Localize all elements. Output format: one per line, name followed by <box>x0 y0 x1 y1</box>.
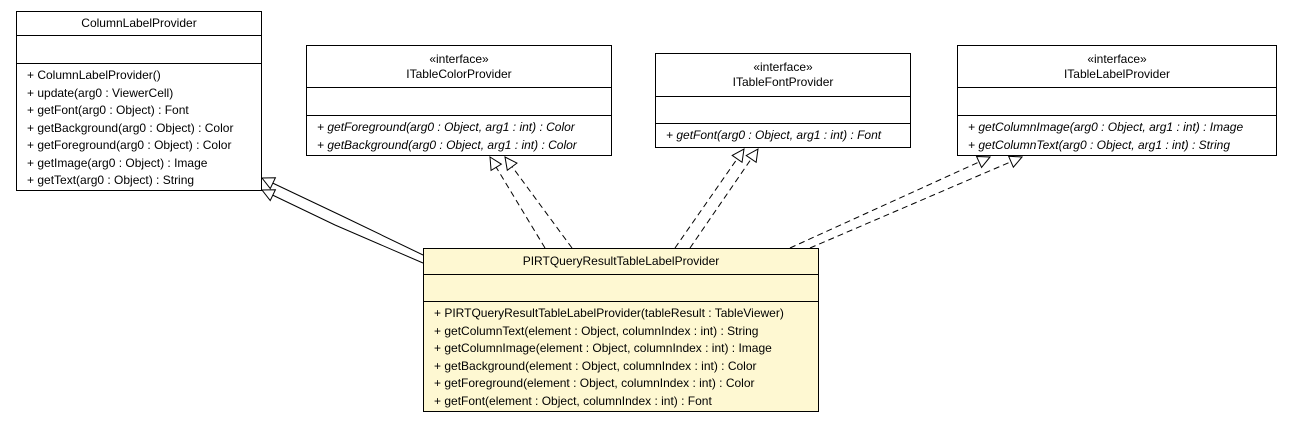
realization-line <box>789 156 991 249</box>
operations-compartment: + ColumnLabelProvider() + update(arg0 : … <box>17 64 261 190</box>
realization-line <box>504 156 573 249</box>
operation: + getText(arg0 : Object) : String <box>27 173 195 187</box>
operation: + getBackground(arg0 : Object) : Color <box>27 120 234 135</box>
arrowhead-hollow-triangle <box>489 156 503 172</box>
stereotype-label: «interface» <box>429 51 489 66</box>
stereotype-label: «interface» <box>1087 51 1147 66</box>
operation: + getColumnImage(arg0 : Object, arg1 : i… <box>968 120 1244 134</box>
class-name-compartment: ColumnLabelProvider <box>17 12 261 36</box>
class-name-compartment: «interface» ITableColorProvider <box>307 46 611 88</box>
arrowhead-hollow-triangle <box>260 189 277 202</box>
operation: + getBackground(arg0 : Object, arg1 : in… <box>317 137 577 152</box>
class-name: ITableFontProvider <box>732 75 834 89</box>
class-name: PIRTQueryResultTableLabelProvider <box>522 254 720 268</box>
class-name: ITableLabelProvider <box>1063 66 1171 81</box>
realization-line <box>689 148 759 249</box>
attributes-compartment <box>424 275 818 302</box>
stereotype-label: «interface» <box>753 60 813 74</box>
operations-compartment: + getForeground(arg0 : Object, arg1 : in… <box>307 116 611 154</box>
interface-itable-label-provider[interactable]: «interface» ITableLabelProvider + getCol… <box>957 45 1277 156</box>
operation: + getFont(arg0 : Object) : Font <box>27 103 189 117</box>
arrowhead-hollow-triangle <box>731 148 745 164</box>
generalization-line <box>261 189 424 264</box>
attributes-compartment <box>307 88 611 116</box>
realization-line <box>809 156 1023 249</box>
interface-itable-font-provider[interactable]: «interface» ITableFontProvider + getFont… <box>655 53 911 148</box>
operations-compartment: + getColumnImage(arg0 : Object, arg1 : i… <box>958 116 1276 154</box>
operation: + getColumnImage(element : Object, colum… <box>434 341 772 355</box>
attributes-compartment <box>958 88 1276 116</box>
realization-line <box>489 156 546 249</box>
class-name: ColumnLabelProvider <box>81 16 197 30</box>
operation: + getFont(element : Object, columnIndex … <box>434 393 712 408</box>
attributes-compartment <box>656 97 910 124</box>
class-name-compartment: «interface» ITableLabelProvider <box>958 46 1276 88</box>
operation: + getForeground(element : Object, column… <box>434 376 755 390</box>
operation: + PIRTQueryResultTableLabelProvider(tabl… <box>434 306 784 320</box>
attributes-compartment <box>17 36 261 64</box>
operation: + update(arg0 : ViewerCell) <box>27 85 174 100</box>
arrowhead-hollow-triangle <box>1007 155 1024 169</box>
class-name-compartment: PIRTQueryResultTableLabelProvider <box>424 249 818 275</box>
operation: + getImage(arg0 : Object) : Image <box>27 155 208 170</box>
operations-compartment: + PIRTQueryResultTableLabelProvider(tabl… <box>424 302 818 410</box>
operations-compartment: + getFont(arg0 : Object, arg1 : int) : F… <box>656 124 910 145</box>
operation: + getForeground(arg0 : Object) : Color <box>27 138 232 152</box>
interface-itable-color-provider[interactable]: «interface» ITableColorProvider + getFor… <box>306 45 612 156</box>
arrowhead-hollow-triangle <box>975 155 992 169</box>
operation: + getColumnText(arg0 : Object, arg1 : in… <box>968 137 1231 152</box>
class-column-label-provider[interactable]: ColumnLabelProvider + ColumnLabelProvide… <box>16 11 262 191</box>
arrowhead-hollow-triangle <box>504 156 518 172</box>
class-pirt-query-result-table-label-provider[interactable]: PIRTQueryResultTableLabelProvider + PIRT… <box>423 248 819 412</box>
operation: + getFont(arg0 : Object, arg1 : int) : F… <box>666 128 882 142</box>
arrowhead-hollow-triangle <box>260 177 277 190</box>
operation: + getBackground(element : Object, column… <box>434 358 757 373</box>
operation: + ColumnLabelProvider() <box>27 68 161 82</box>
class-name-compartment: «interface» ITableFontProvider <box>656 54 910 97</box>
realization-line <box>674 148 745 249</box>
arrowhead-hollow-triangle <box>745 148 759 164</box>
operation: + getColumnText(element : Object, column… <box>434 323 759 338</box>
generalization-line <box>261 177 424 256</box>
class-name: ITableColorProvider <box>406 66 512 81</box>
operation: + getForeground(arg0 : Object, arg1 : in… <box>317 120 575 134</box>
